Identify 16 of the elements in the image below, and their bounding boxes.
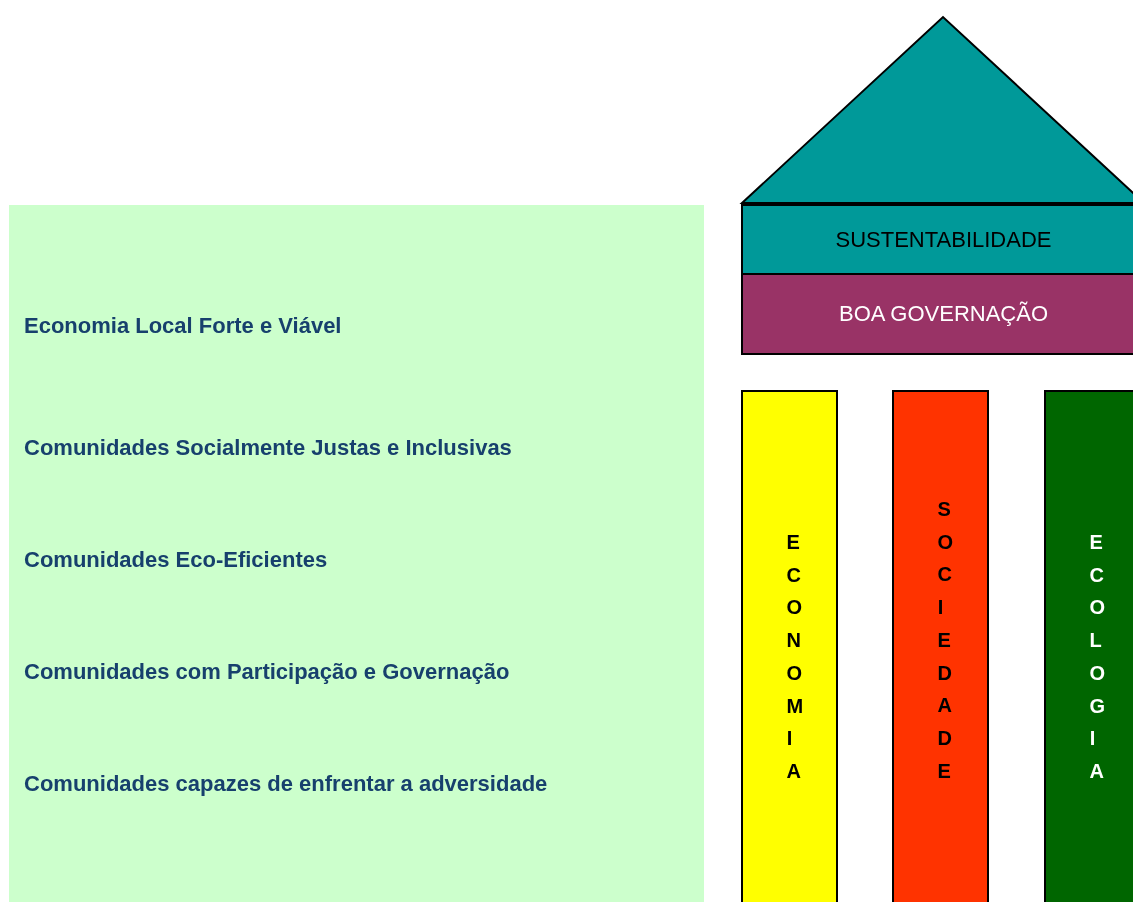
goal-text: Economia Local Forte e Viável xyxy=(24,313,342,339)
pillar xyxy=(1044,390,1133,902)
goal-text: Comunidades capazes de enfrentar a adversidade xyxy=(24,771,548,797)
text-panel xyxy=(9,205,704,902)
goal-text: Comunidades Socialmente Justas e Inclusivas xyxy=(24,435,512,461)
band-label: SUSTENTABILIDADE xyxy=(835,226,1052,253)
pillar xyxy=(892,390,989,902)
pillar-label: SOCIEDADE xyxy=(936,497,951,784)
pillar xyxy=(741,390,838,902)
goal-text: Comunidades Eco-Eficientes xyxy=(24,547,328,573)
beam-band xyxy=(741,273,1133,355)
pillar-label: ECONOMIA xyxy=(785,530,800,784)
band-label: BOA GOVERNAÇÃO xyxy=(838,301,1049,327)
roof-band xyxy=(741,204,1133,275)
pillar-label: ECOLOGIA xyxy=(1088,530,1103,784)
goal-text: Comunidades com Participação e Governação xyxy=(24,659,510,685)
